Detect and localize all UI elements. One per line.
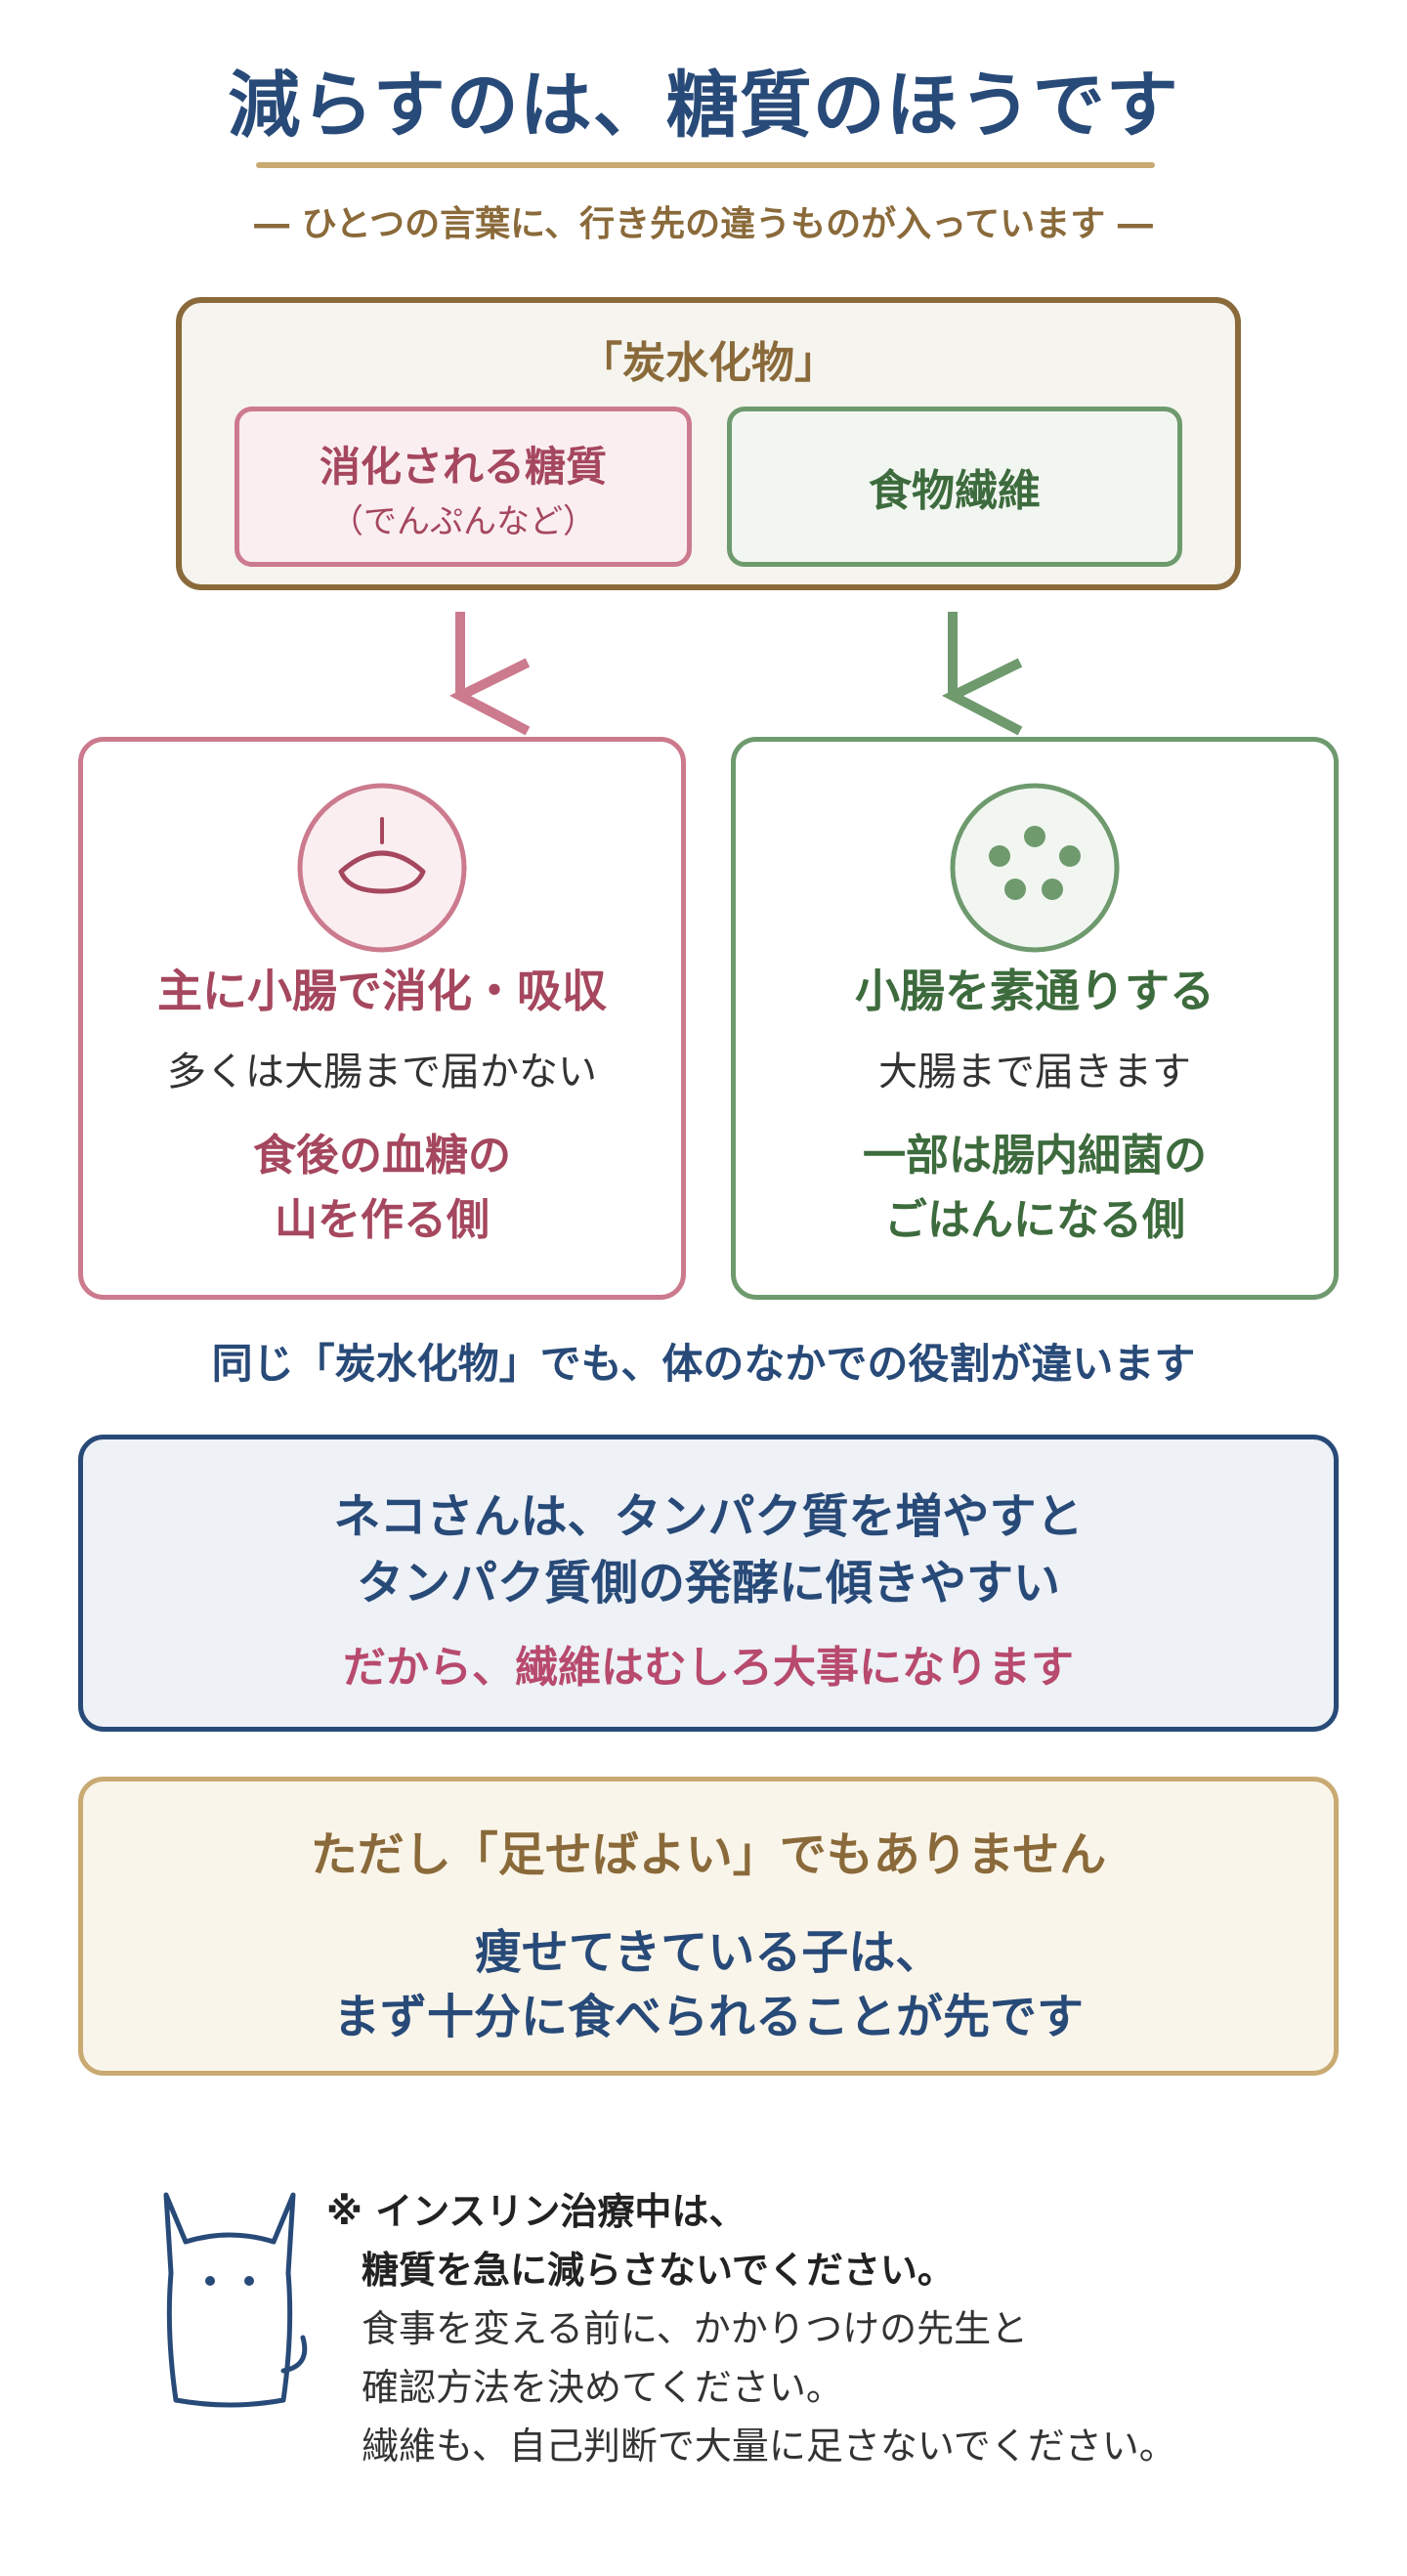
insulin-warning-line-1: ※ インスリン治療中は、 (326, 2190, 746, 2233)
dietary-fiber-box (727, 407, 1182, 567)
pink-arrow-icon (448, 612, 531, 736)
digestion-card-emphasis-1: 食後の血糖の (253, 1131, 511, 1181)
bacteria-dots-icon (950, 783, 1120, 953)
page-title: 減らすのは、糖質のほうです (228, 64, 1179, 148)
digestion-card-emphasis-2: 山を作る側 (275, 1195, 490, 1245)
insulin-warning-line-2: 糖質を急に減らさないでください。 (362, 2249, 955, 2292)
digestible-sugar-note: （でんぷんなど） (330, 502, 596, 541)
caution-line-1: 痩せてきている子は、 (474, 1925, 943, 1980)
digestion-card-title: 主に小腸で消化・吸収 (157, 965, 607, 1017)
digestion-card-desc: 多くは大腸まで届かない (167, 1050, 597, 1095)
caution-box (78, 1777, 1339, 2076)
insulin-warning-line-3: 食事を変える前に、かかりつけの先生と (362, 2307, 1029, 2350)
digestible-sugar-label: 消化される糖質 (319, 443, 607, 491)
insulin-warning-line-4: 確認方法を決めてください。 (362, 2366, 843, 2409)
cat-protein-line-2: タンパク質側の発酵に傾きやすい (356, 1556, 1060, 1610)
title-underline (256, 162, 1155, 168)
cat-outline-icon (163, 2192, 308, 2408)
carbohydrate-label: 「炭水化物」 (579, 338, 837, 388)
digestible-sugar-box (234, 407, 692, 567)
fiber-importance-note: だから、繊維はむしろ大事になります (343, 1643, 1074, 1693)
fiber-card-desc: 大腸まで届きます (878, 1050, 1191, 1095)
page-subtitle: ― ひとつの言葉に、行き先の違うものが入っています ― (254, 204, 1153, 244)
fiber-card-emphasis-1: 一部は腸内細菌の (863, 1131, 1207, 1181)
role-difference-note: 同じ「炭水化物」でも、体のなかでの役割が違います (211, 1340, 1196, 1388)
cat-protein-box (78, 1435, 1339, 1732)
caution-heading: ただし「足せばよい」でもありません (310, 1827, 1107, 1882)
flow-arrows (448, 612, 1023, 736)
bowl-icon (297, 783, 467, 953)
fiber-card-emphasis-2: ごはんになる側 (884, 1195, 1185, 1245)
dietary-fiber-label: 食物繊維 (869, 466, 1041, 516)
cat-protein-line-1: ネコさんは、タンパク質を増やすと (333, 1489, 1084, 1544)
insulin-warning-line-5: 繊維も、自己判断で大量に足さないでください。 (362, 2425, 1176, 2468)
caution-line-2: まず十分に食べられることが先です (332, 1990, 1084, 2044)
green-arrow-icon (941, 612, 1023, 736)
fiber-card-title: 小腸を素通りする (855, 965, 1215, 1017)
